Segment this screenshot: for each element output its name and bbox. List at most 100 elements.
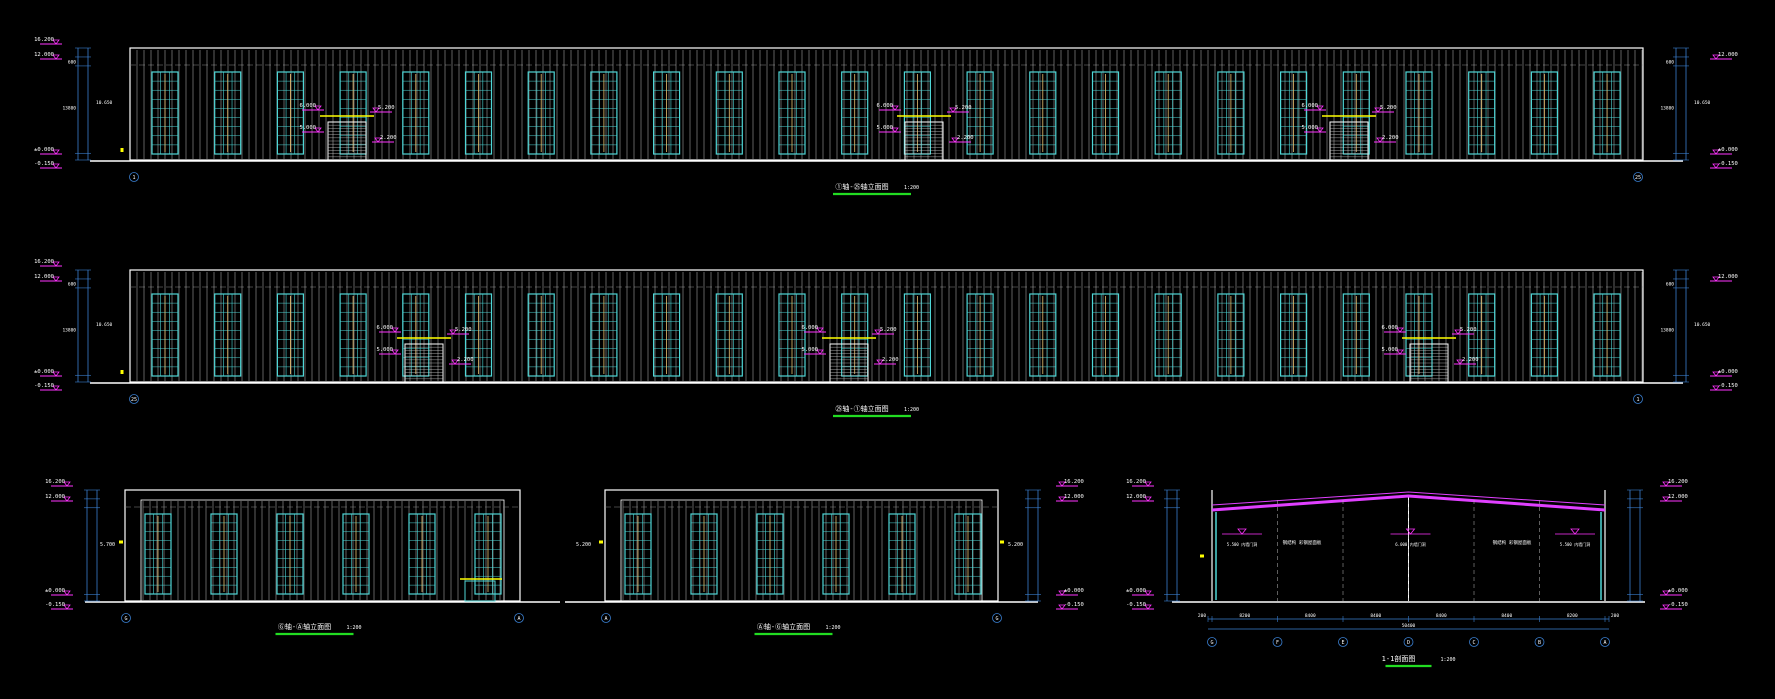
level-triangle (52, 385, 60, 391)
level-marker: 12.000 (1660, 494, 1688, 502)
window (151, 293, 179, 377)
drawing-title-text: ①轴-㉕轴立面图 (835, 182, 888, 191)
window-frame (464, 293, 493, 377)
level-triangle (1374, 107, 1382, 113)
level-value: 12.000 (45, 494, 65, 500)
window-frame (402, 71, 430, 155)
level-triangle (374, 137, 382, 143)
level-value: 2.200 (957, 135, 974, 141)
level-triangle (314, 127, 322, 133)
level-triangle (52, 39, 60, 45)
level-triangle (1712, 54, 1720, 60)
window (652, 71, 681, 155)
drawing-title-text: Ⓖ轴-Ⓐ轴立面图 (278, 622, 331, 631)
window (527, 71, 555, 155)
window (339, 71, 367, 155)
building-outline (129, 47, 1644, 161)
window-frame (151, 293, 179, 377)
window-frame (1217, 293, 1245, 377)
level-triangle (52, 261, 60, 267)
level-marker: 6.000 (801, 325, 826, 333)
level-marker: 5.000 (876, 125, 901, 133)
level-marker: 12.000 (45, 494, 73, 502)
level-marker: 2.200 (1374, 135, 1399, 143)
level-marker: 5.000 (801, 347, 826, 355)
window (888, 513, 916, 595)
level-marker: 5.000 (1381, 347, 1406, 355)
dim-label: 13800 (62, 328, 76, 334)
level-value: 6.000 (1381, 325, 1398, 331)
level-value: 2.200 (457, 357, 474, 363)
grid-label: 1 (132, 175, 135, 181)
level-marker: ±0.000 (1660, 588, 1688, 596)
drawing-title-text: ㉕轴-①轴立面图 (835, 404, 888, 413)
grid-circle (514, 613, 524, 623)
level-triangle (451, 359, 459, 365)
level-triangle (63, 481, 71, 487)
level-marker: 16.200 (1660, 479, 1688, 487)
dim-label: 600 (1666, 60, 1674, 66)
level-triangle (449, 329, 457, 335)
window (715, 71, 743, 155)
level-value: -0.150 (45, 602, 65, 608)
grid-bubble: B (1534, 637, 1545, 647)
window-frame (1593, 71, 1621, 155)
level-triangle (1454, 329, 1462, 335)
grid-circle (1469, 637, 1479, 647)
level-value: 12.000 (1064, 494, 1084, 500)
window-frame (652, 71, 681, 155)
window-frame (214, 293, 242, 377)
level-value: 5.000 (299, 125, 316, 131)
grid-label: 25 (131, 397, 137, 403)
grid-circle (1534, 637, 1545, 647)
level-marker: 16.200 (34, 259, 62, 267)
window (1405, 71, 1433, 155)
level-marker: -0.150 (34, 383, 62, 391)
window (1217, 71, 1245, 155)
level-marker: 6.000 (1381, 325, 1406, 333)
level-triangle (891, 105, 899, 111)
dimension-chain (1164, 489, 1180, 602)
level-value: -0.150 (1668, 602, 1688, 608)
grid-label: G (124, 616, 127, 622)
grid-label: 1 (1636, 397, 1639, 403)
window-frame (778, 293, 806, 377)
section-marker-label: 5.500 内墙门洞 (1227, 541, 1257, 547)
roof-truss (1211, 494, 1606, 512)
level-marker: 2.200 (372, 135, 397, 143)
window (276, 71, 304, 155)
grid-bubble: F (1272, 637, 1283, 647)
dim-label: 10.650 (1694, 322, 1711, 328)
level-marker: 16.200 (1056, 479, 1084, 487)
level-value: -0.150 (34, 383, 54, 389)
level-marker: -0.150 (1710, 161, 1738, 169)
window-frame (1029, 71, 1057, 155)
level-triangle (874, 329, 882, 335)
window (276, 513, 304, 595)
level-marker: -0.150 (1660, 602, 1688, 610)
grid-circle (601, 613, 611, 623)
window (715, 293, 743, 377)
level-triangle (816, 349, 824, 355)
level-value: 2.200 (882, 357, 899, 363)
grid-circle (992, 613, 1002, 623)
drawing-scale: 1:200 (826, 625, 841, 631)
level-triangle (1712, 371, 1720, 377)
window (1342, 293, 1370, 377)
dim-label: 600 (1666, 282, 1674, 288)
level-marker: 5.200 (872, 327, 897, 335)
level-triangle (1712, 276, 1720, 282)
window-frame (527, 293, 555, 377)
window-frame (402, 293, 430, 377)
level-triangle (876, 359, 884, 365)
level-value: 2.200 (1462, 357, 1479, 363)
level-marker: 6.000 (299, 103, 324, 111)
level-triangle (1662, 481, 1670, 487)
level-triangle (391, 349, 399, 355)
window (1029, 293, 1057, 377)
span-label: 8400 (1436, 613, 1447, 619)
